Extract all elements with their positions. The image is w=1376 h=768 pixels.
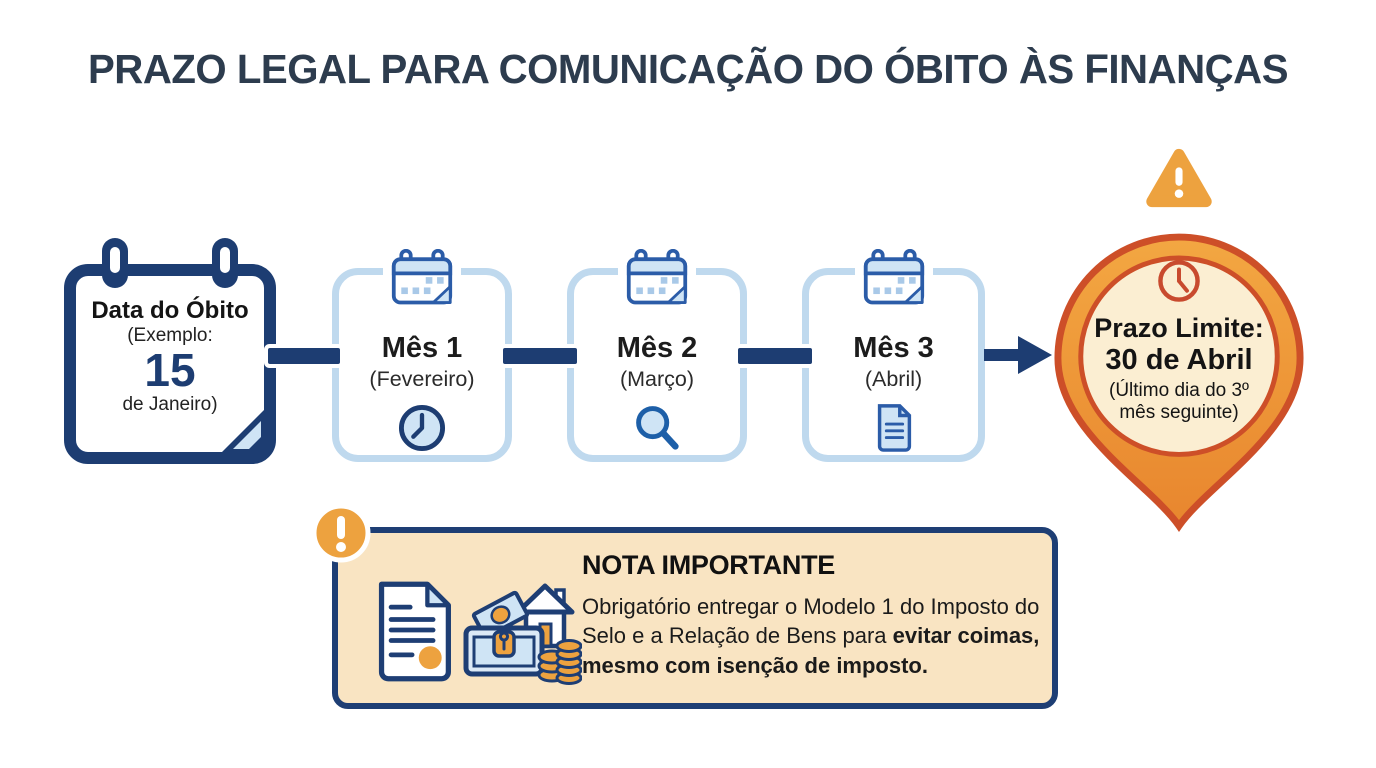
- deadline-note-line1: (Último dia do 3º: [1109, 379, 1249, 401]
- note-body: Obrigatório entregar o Modelo 1 do Impos…: [582, 592, 1042, 680]
- important-note-box: [332, 527, 1058, 709]
- timeline-connector: [738, 348, 812, 364]
- month-sublabel: (Março): [619, 366, 695, 391]
- mini-calendar-icon: [854, 248, 933, 309]
- calendar-ring-icon: [212, 238, 238, 288]
- folded-corner-icon: [221, 409, 265, 453]
- month-label: Mês 2: [616, 332, 698, 364]
- deadline-content: Prazo Limite: 30 de Abril (Último dia do…: [1072, 258, 1286, 424]
- page-title: PRAZO LEGAL PARA COMUNICAÇÃO DO ÓBITO ÀS…: [87, 46, 1289, 92]
- mini-calendar-icon: [383, 248, 461, 309]
- document-seal-icon: [378, 581, 451, 682]
- clock-icon: [1158, 260, 1200, 302]
- magnifier-icon: [574, 402, 740, 459]
- document-icon: [809, 402, 978, 457]
- deadline-date: 30 de Abril: [1105, 344, 1253, 377]
- deadline-pin: [1054, 233, 1304, 532]
- mini-calendar-icon: [618, 248, 696, 309]
- note-title: NOTA IMPORTANTE: [582, 550, 835, 580]
- estate-assets-icon: [463, 583, 582, 685]
- warning-triangle-icon: [1146, 148, 1212, 208]
- deadline-heading: Prazo Limite:: [1094, 313, 1264, 343]
- clock-icon: [339, 402, 505, 459]
- start-date-example-close: de Janeiro): [122, 394, 218, 416]
- timeline-connector: [268, 348, 340, 364]
- start-date-calendar: Data do Óbito (Exemplo: 15 de Janeiro): [64, 238, 276, 464]
- month-box-1: Mês 1 (Fevereiro): [332, 248, 512, 462]
- exclamation-circle-icon: [311, 503, 371, 563]
- deadline-note-line2: mês seguinte): [1119, 401, 1239, 423]
- calendar-ring-icon: [102, 238, 128, 288]
- month-label: Mês 1: [381, 332, 463, 364]
- start-date-example-open: (Exemplo:: [127, 324, 213, 346]
- month-sublabel: (Fevereiro): [369, 366, 475, 391]
- month-box-2: Mês 2 (Março): [567, 248, 747, 462]
- month-sublabel: (Abril): [864, 366, 923, 391]
- start-date-heading: Data do Óbito: [91, 297, 249, 324]
- month-label: Mês 3: [853, 332, 934, 364]
- month-box-3: Mês 3 (Abril): [802, 248, 985, 462]
- start-date-day: 15: [144, 344, 196, 397]
- note-body-regular: Obrigatório entregar o Modelo 1 do Impos…: [582, 594, 1040, 649]
- note-body-bold: evitar coimas, mesmo com isenção de impo…: [582, 623, 1040, 678]
- timeline-connector: [503, 348, 577, 364]
- arrow-right-icon: [984, 336, 1052, 374]
